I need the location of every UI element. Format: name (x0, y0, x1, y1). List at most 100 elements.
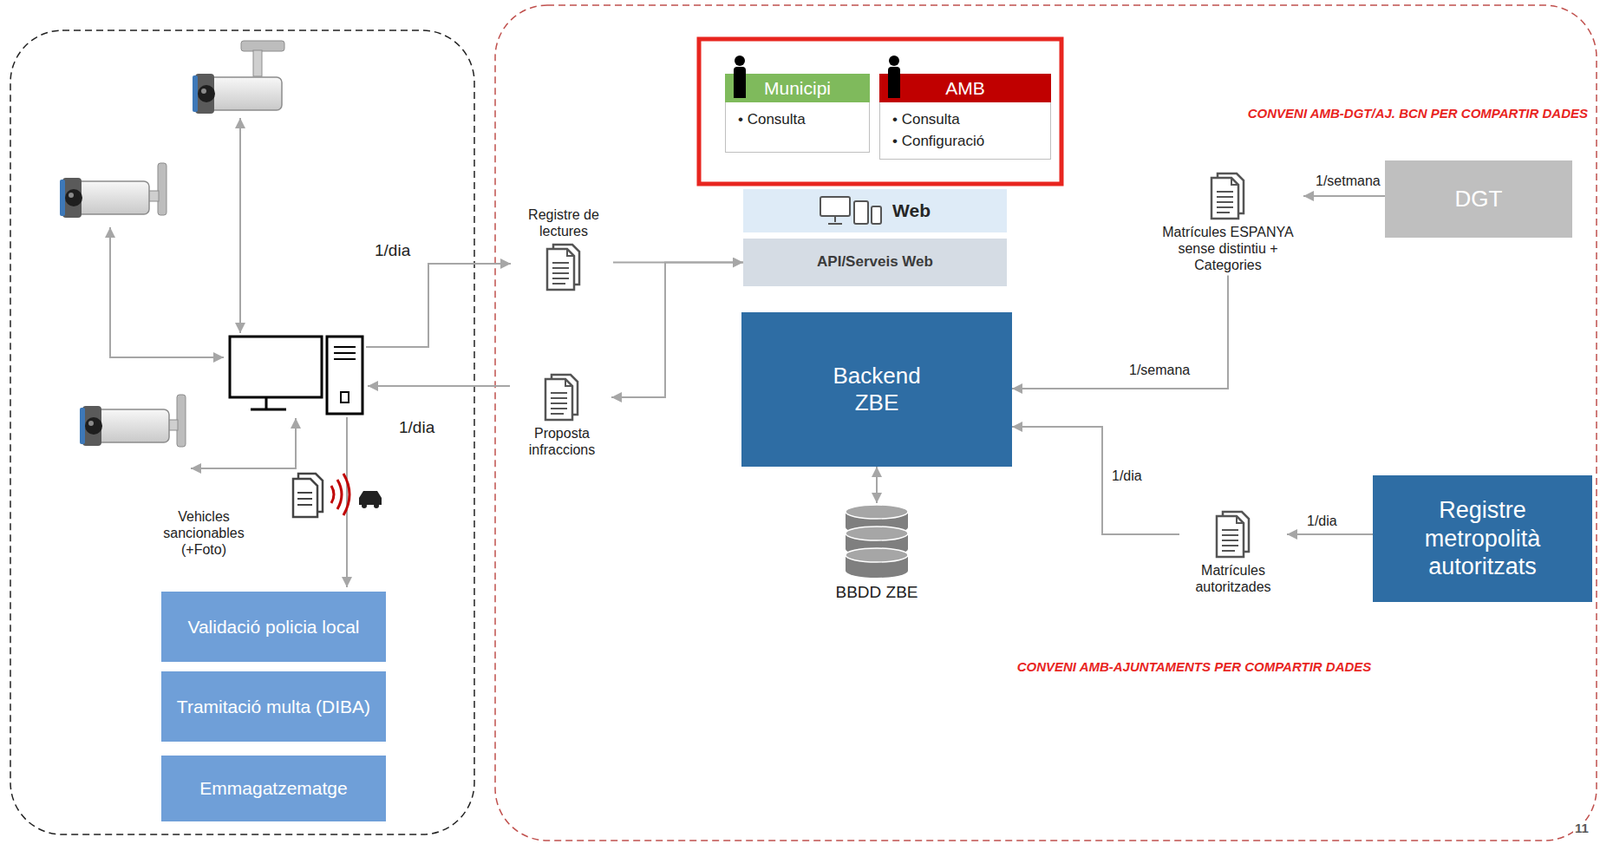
graphic-part (79, 405, 170, 446)
graphic-part (110, 227, 224, 358)
camera-3 (79, 394, 186, 447)
edge-label: 1/dia (1110, 468, 1144, 484)
graphic-part (331, 473, 350, 516)
document-lines (552, 248, 575, 284)
graphic-part (190, 417, 296, 469)
process-box: Registre metropolità autoritzats (1372, 475, 1593, 602)
box-text: Validació policia local (187, 615, 360, 638)
graphic-part (333, 346, 356, 360)
role-title: Municipi (764, 78, 831, 99)
web-text: Web (892, 200, 931, 222)
document-page (547, 248, 575, 290)
phone (871, 206, 882, 224)
process-box: Validació policia local (161, 591, 386, 662)
tablet (854, 201, 869, 224)
process-box: Emmagatzematge (161, 755, 386, 822)
person-head (734, 55, 745, 66)
document-page (545, 378, 573, 420)
graphic-part (192, 73, 282, 114)
process-box: DGT (1384, 160, 1573, 238)
disk-top (845, 504, 908, 519)
graphic-part (253, 50, 262, 77)
user-role-box: AMB• Consulta• Configuració (879, 73, 1052, 160)
text-node: Vehicles sancionables (+Foto) (156, 508, 252, 559)
monitor-stand (828, 215, 843, 224)
local-region (10, 30, 475, 835)
plain-text: Vehicles sancionables (+Foto) (156, 508, 252, 559)
frequency-label: 11 (1573, 820, 1591, 836)
graphic-part (59, 177, 150, 218)
camera-2 (59, 163, 167, 218)
box-text: DGT (1455, 185, 1503, 213)
document-icon (1208, 171, 1248, 221)
role-item: • Configuració (892, 130, 1039, 153)
user-role-box: Municipi • Consulta (724, 73, 870, 153)
connector (1286, 533, 1373, 536)
graphic-part (293, 478, 318, 517)
devices-icon (819, 194, 882, 228)
amb-region (495, 5, 1597, 841)
edge-label: 1/semana (1127, 362, 1192, 379)
person-head (888, 55, 900, 66)
db-text: BBDD ZBE (835, 582, 918, 603)
users-frame (698, 39, 1062, 184)
connector (875, 466, 878, 503)
box-text: Backend ZBE (820, 362, 934, 417)
graphic-part (297, 492, 313, 505)
graphic-part (365, 263, 511, 347)
connector (1012, 275, 1228, 389)
agreement-note: CONVENI AMB-AJUNTAMENTS PER COMPARTIR DA… (1015, 659, 1374, 674)
agreement-note: CONVENI AMB-DGT/AJ. BCN PER COMPARTIR DA… (1246, 105, 1590, 121)
disk-top (845, 548, 908, 562)
box-text: Tramitació multa (DIBA) (176, 695, 371, 718)
box-text: Registre metropolità autoritzats (1391, 496, 1574, 581)
connector (1303, 195, 1385, 197)
graphic-part (373, 502, 379, 509)
process-box: Tramitació multa (DIBA) (161, 671, 386, 742)
document-icon (542, 372, 582, 422)
doc-text: Matrícules autoritzades (1181, 561, 1286, 595)
person-body (888, 66, 901, 98)
document-icon (544, 242, 583, 292)
monitor (820, 196, 850, 216)
graphic-part (250, 397, 287, 410)
document-icon (1214, 509, 1253, 559)
computer (229, 336, 363, 414)
graphic-part (359, 490, 382, 505)
role-body: • Consulta (724, 102, 870, 153)
document-node: Matrícules ESPANYA sense distintiu + Cat… (1154, 171, 1302, 275)
layout-arrows (110, 117, 511, 588)
document-page (1216, 515, 1244, 557)
graphic-part (229, 336, 322, 398)
connector (611, 262, 744, 399)
camera-1 (192, 40, 285, 114)
document-lines (550, 378, 573, 414)
document-node: Proposta infraccions (514, 372, 610, 458)
graphic-part (361, 502, 367, 509)
frequency-label: 1/dia (372, 241, 412, 261)
connector (1012, 426, 1180, 535)
process-box: Backend ZBE (741, 312, 1013, 467)
frequency-label: 1/dia (397, 417, 437, 438)
document-node: Registre de lectures (515, 206, 612, 292)
role-header: AMB (879, 73, 1052, 103)
box-text: Emmagatzematge (199, 777, 347, 799)
document-lines (1216, 177, 1239, 213)
role-header: Municipi (724, 73, 870, 103)
box-text: API/Serveis Web (816, 253, 934, 271)
graphic-part (340, 391, 349, 403)
graphic-part (239, 117, 242, 334)
graphic-part (367, 385, 510, 387)
role-body: • Consulta• Configuració (879, 102, 1052, 160)
graphic-part (326, 336, 363, 414)
graphic-part (157, 163, 167, 216)
edge-label: 1/dia (1305, 513, 1339, 529)
role-item: • Consulta (737, 109, 857, 131)
database-icon (842, 502, 912, 580)
edge-label: 1/setmana (1313, 173, 1383, 190)
person-icon (730, 54, 750, 100)
document-page (1211, 177, 1239, 219)
web-box: Web (743, 189, 1007, 233)
disk-top (845, 526, 908, 541)
